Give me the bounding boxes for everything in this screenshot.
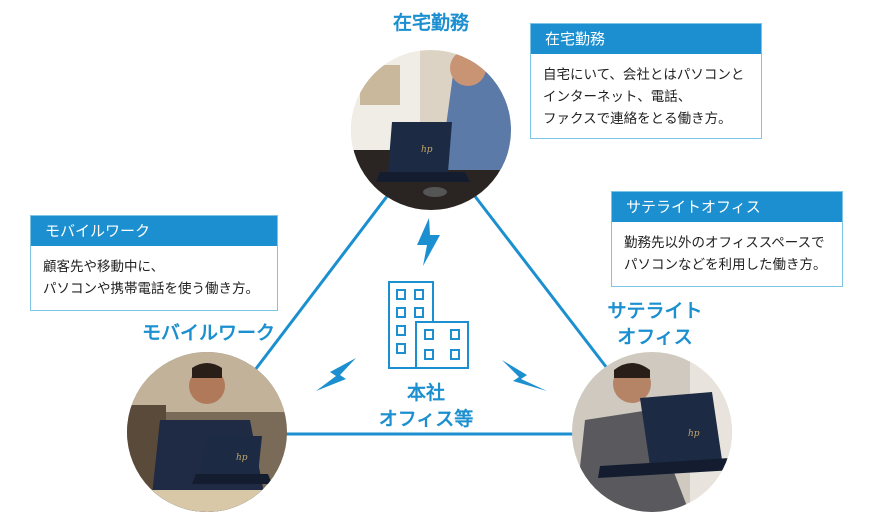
card-text-line: パソコンなどを利用した働き方。 <box>624 257 827 273</box>
mobile-photo <box>127 352 287 512</box>
card-text-line: インターネット、電話、 <box>543 89 692 105</box>
hp-logo-icon: hp <box>421 145 433 155</box>
card-body: 顧客先や移動中に、 パソコンや携帯電話を使う働き方。 <box>31 246 277 300</box>
card-text-line: ファクスで連絡をとる働き方。 <box>543 111 732 127</box>
card-text-line: 自宅にいて、会社とはパソコンと <box>543 67 745 83</box>
satellite-label-line-1: サテライト <box>607 300 703 322</box>
satellite-node-label: サテライト オフィス <box>600 298 710 350</box>
card-title: サテライトオフィス <box>612 192 842 222</box>
card-body: 自宅にいて、会社とはパソコンと インターネット、電話、 ファクスで連絡をとる働き… <box>531 54 761 130</box>
mobile-description-card: モバイルワーク 顧客先や移動中に、 パソコンや携帯電話を使う働き方。 <box>30 215 278 311</box>
lightning-bolt-icon <box>417 218 440 266</box>
card-text-line: 勤務先以外のオフィススペースで <box>624 235 825 251</box>
satellite-description-card: サテライトオフィス 勤務先以外のオフィススペースで パソコンなどを利用した働き方… <box>611 191 843 287</box>
connector-home-mobile <box>253 194 390 371</box>
card-title: 在宅勤務 <box>531 24 761 54</box>
card-title: モバイルワーク <box>31 216 277 246</box>
hp-logo-icon: hp <box>236 453 248 463</box>
connector-home-satellite <box>472 194 612 373</box>
card-body: 勤務先以外のオフィススペースで パソコンなどを利用した働き方。 <box>612 222 842 276</box>
hp-logo-icon: hp <box>688 429 700 439</box>
satellite-photo <box>572 352 732 512</box>
home-photo <box>351 50 511 210</box>
headquarters-label-line-2: オフィス等 <box>378 408 474 430</box>
lightning-bolt-icon <box>502 360 547 391</box>
home-description-card: 在宅勤務 自宅にいて、会社とはパソコンと インターネット、電話、 ファクスで連絡… <box>530 23 762 139</box>
headquarters-label-line-1: 本社 <box>406 382 445 404</box>
headquarters-label: 本社 オフィス等 <box>371 380 481 432</box>
card-text-line: パソコンや携帯電話を使う働き方。 <box>43 281 259 297</box>
satellite-label-line-2: オフィス <box>617 326 693 348</box>
lightning-bolt-icon <box>316 358 356 391</box>
card-text-line: 顧客先や移動中に、 <box>43 259 165 275</box>
home-node-label: 在宅勤務 <box>392 12 469 34</box>
triangle-connectors <box>253 194 612 436</box>
office-building-icon <box>388 281 469 369</box>
mobile-node-label: モバイルワーク <box>141 322 275 344</box>
